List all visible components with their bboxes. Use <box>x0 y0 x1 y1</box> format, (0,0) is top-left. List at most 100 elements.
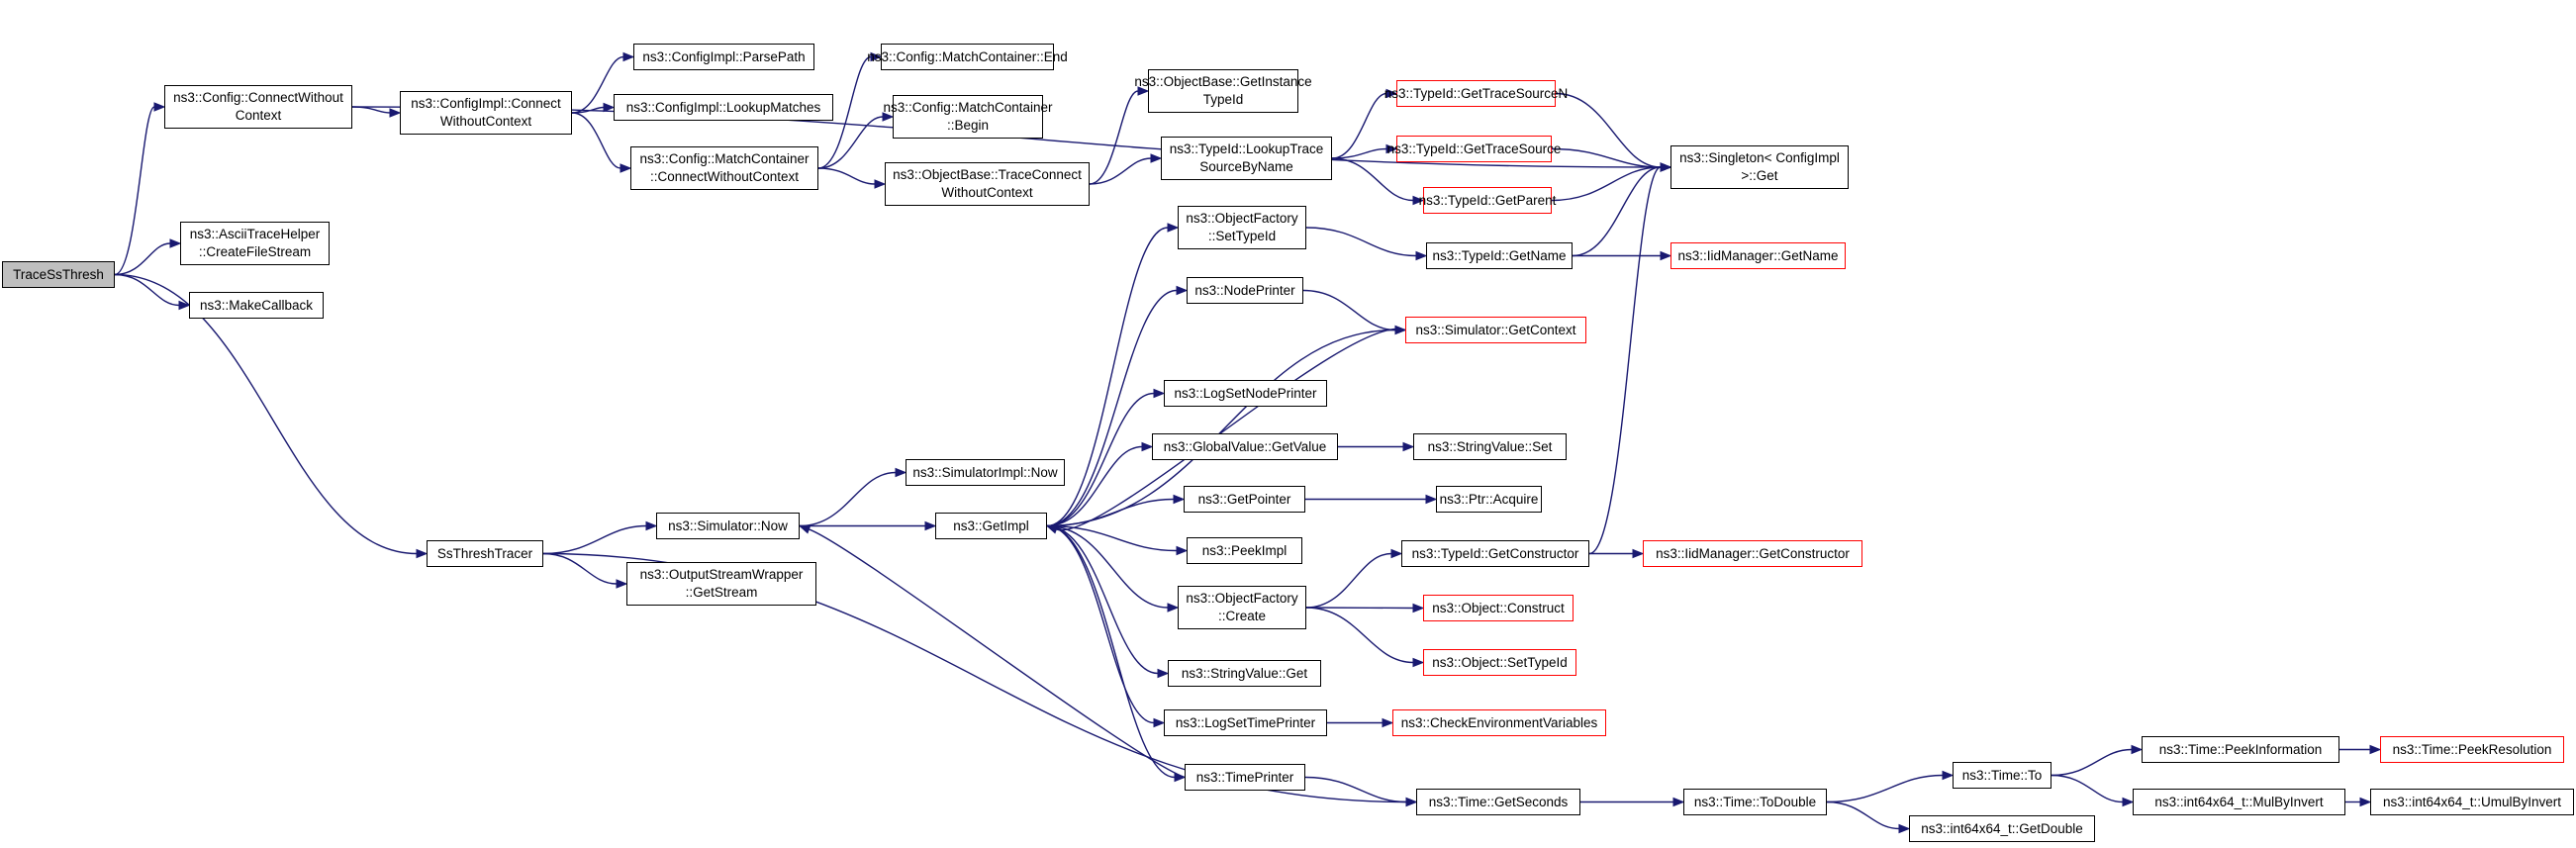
arrowhead-timeprinter-to-simnow <box>798 524 811 534</box>
node-gvgetvalue[interactable]: ns3::GlobalValue::GetValue <box>1152 433 1338 460</box>
node-ofsti[interactable]: ns3::ObjectFactory ::SetTypeId <box>1178 206 1306 249</box>
node-objconstruct[interactable]: ns3::Object::Construct <box>1423 595 1574 621</box>
arrowhead-timetodouble-to-timeto <box>1942 770 1955 781</box>
node-objsettypeid[interactable]: ns3::Object::SetTypeId <box>1423 649 1576 676</box>
arrowhead-mccwc-to-obtc <box>874 179 887 189</box>
arrowhead-sst-to-simnow <box>645 520 658 531</box>
node-ptracquire[interactable]: ns3::Ptr::Acquire <box>1436 486 1542 513</box>
edge-timetodouble-to-timeto <box>1826 774 1944 803</box>
node-iidconstructor[interactable]: ns3::IidManager::GetConstructor <box>1643 540 1862 567</box>
node-nodeprinter[interactable]: ns3::NodePrinter <box>1187 277 1303 304</box>
node-timegetsec[interactable]: ns3::Time::GetSeconds <box>1416 789 1580 815</box>
arrowhead-simnow-to-simimplnow <box>895 467 907 478</box>
node-cwc[interactable]: ns3::Config::ConnectWithout Context <box>164 85 352 129</box>
edge-timetodouble-to-i64getdouble <box>1826 801 1900 830</box>
edge-sst-to-simnow <box>542 524 647 555</box>
node-timetodouble[interactable]: ns3::Time::ToDouble <box>1683 789 1827 815</box>
edge-ciconnect-to-ciparse <box>571 55 624 114</box>
node-mccwc[interactable]: ns3::Config::MatchContainer ::ConnectWit… <box>630 146 818 190</box>
node-ciconnect[interactable]: ns3::ConfigImpl::Connect WithoutContext <box>400 91 572 135</box>
edge-simnow-to-simimplnow <box>799 471 897 527</box>
edge-tilookup-to-tigtsn <box>1331 92 1387 159</box>
edge-sst-to-oswgs <box>542 552 618 585</box>
node-getimpl[interactable]: ns3::GetImpl <box>935 513 1047 539</box>
edge-ofsti-to-tigetname <box>1305 227 1417 257</box>
arrowhead-mccwc-to-mcbegin <box>882 112 895 122</box>
node-simimplnow[interactable]: ns3::SimulatorImpl::Now <box>906 459 1065 486</box>
node-timeto[interactable]: ns3::Time::To <box>1953 762 2051 789</box>
node-ciparse[interactable]: ns3::ConfigImpl::ParsePath <box>633 44 814 70</box>
edge-simgetctx-to-getimpl <box>1056 328 1406 531</box>
arrowhead-sst-to-oswgs <box>616 579 628 589</box>
edge-getimpl-to-getpointer <box>1046 498 1175 527</box>
edge-getimpl-to-gvgetvalue <box>1046 445 1143 527</box>
node-simgetctx[interactable]: ns3::Simulator::GetContext <box>1405 317 1586 343</box>
edge-tilookup-to-tigp <box>1331 157 1414 202</box>
arrowhead-timetodouble-to-i64getdouble <box>1898 823 1911 834</box>
edge-getimpl-to-logsettp <box>1046 524 1155 724</box>
edge-obtc-to-tilookup <box>1089 157 1152 185</box>
arrowhead-getimpl-to-gvgetvalue <box>1141 441 1154 452</box>
arrowhead-ciconnect-to-ciparse <box>622 51 635 62</box>
arrowhead-trace-to-sst <box>416 548 429 559</box>
node-cilookup[interactable]: ns3::ConfigImpl::LookupMatches <box>614 94 833 121</box>
arrowhead-mulbyinvert-to-umulbyinvert <box>2359 797 2372 807</box>
node-sst[interactable]: SsThreshTracer <box>427 540 543 567</box>
node-tilookup[interactable]: ns3::TypeId::LookupTrace SourceByName <box>1161 137 1332 180</box>
arrowhead-tilookup-to-tigtsn <box>1385 88 1398 99</box>
node-getpointer[interactable]: ns3::GetPointer <box>1184 486 1305 513</box>
edge-trace-to-ath <box>114 242 171 276</box>
node-ofcreate[interactable]: ns3::ObjectFactory ::Create <box>1178 586 1306 629</box>
arrowhead-ofcreate-to-objconstruct <box>1412 603 1425 613</box>
edge-getimpl-to-nodeprinter <box>1046 289 1178 527</box>
node-simnow[interactable]: ns3::Simulator::Now <box>656 513 800 539</box>
node-mcbegin[interactable]: ns3::Config::MatchContainer ::Begin <box>883 95 1053 139</box>
node-svset[interactable]: ns3::StringValue::Set <box>1413 433 1567 460</box>
node-obtc[interactable]: ns3::ObjectBase::TraceConnect WithoutCon… <box>885 162 1090 206</box>
node-i64getdouble[interactable]: ns3::int64x64_t::GetDouble <box>1909 815 2095 842</box>
node-tigetname[interactable]: ns3::TypeId::GetName <box>1426 242 1573 269</box>
node-svget[interactable]: ns3::StringValue::Get <box>1168 660 1321 687</box>
call-graph-edges <box>114 51 2382 834</box>
node-tigtsn[interactable]: ns3::TypeId::GetTraceSourceN <box>1384 80 1568 107</box>
arrowhead-obtc-to-tilookup <box>1150 153 1163 163</box>
arrowhead-ciconnect-to-mccwc <box>620 163 632 173</box>
node-oswgs[interactable]: ns3::OutputStreamWrapper ::GetStream <box>626 562 816 606</box>
node-obgit[interactable]: ns3::ObjectBase::GetInstance TypeId <box>1134 69 1312 113</box>
arrowhead-getimpl-to-logsetnp <box>1153 388 1166 399</box>
edge-ticonstructor-to-singleton <box>1588 166 1662 555</box>
node-singleton[interactable]: ns3::Singleton< ConfigImpl >::Get <box>1670 145 1849 189</box>
node-umulbyinvert[interactable]: ns3::int64x64_t::UmulByInvert <box>2370 789 2574 815</box>
node-peekimpl[interactable]: ns3::PeekImpl <box>1187 537 1302 564</box>
node-timeprinter[interactable]: ns3::TimePrinter <box>1185 764 1305 791</box>
node-tigp[interactable]: ns3::TypeId::GetParent <box>1419 187 1556 214</box>
node-checkenv[interactable]: ns3::CheckEnvironmentVariables <box>1392 709 1606 736</box>
node-tigts[interactable]: ns3::TypeId::GetTraceSource <box>1387 136 1561 162</box>
arrowhead-timeto-to-mulbyinvert <box>2122 797 2135 807</box>
node-logsettp[interactable]: ns3::LogSetTimePrinter <box>1164 709 1327 736</box>
edge-getimpl-to-peekimpl <box>1046 524 1178 552</box>
node-timepeekinfo[interactable]: ns3::Time::PeekInformation <box>2142 736 2339 763</box>
node-iidgetname[interactable]: ns3::IidManager::GetName <box>1670 242 1846 269</box>
arrowhead-trace-to-mcb <box>178 300 191 311</box>
node-ticonstructor[interactable]: ns3::TypeId::GetConstructor <box>1401 540 1589 567</box>
node-trace[interactable]: TraceSsThresh <box>2 261 115 288</box>
edge-nodeprinter-to-simgetctx <box>1302 289 1396 331</box>
edge-tigp-to-singleton <box>1551 166 1662 202</box>
arrowhead-ofsti-to-tigetname <box>1415 250 1428 261</box>
arrowhead-ticonstructor-to-iidconstructor <box>1632 548 1645 559</box>
node-mulbyinvert[interactable]: ns3::int64x64_t::MulByInvert <box>2133 789 2345 815</box>
arrowhead-simgetctx-to-getimpl <box>1045 524 1059 534</box>
edge-ofcreate-to-ticonstructor <box>1305 552 1392 609</box>
arrowhead-logsettp-to-checkenv <box>1382 717 1394 728</box>
node-mcend[interactable]: ns3::Config::MatchContainer::End <box>867 44 1068 70</box>
arrowhead-trace-to-ath <box>169 238 182 248</box>
edge-timeto-to-timepeekinfo <box>2051 748 2133 777</box>
node-mcb[interactable]: ns3::MakeCallback <box>189 292 324 319</box>
edge-ofcreate-to-objconstruct <box>1305 607 1414 610</box>
node-ath[interactable]: ns3::AsciiTraceHelper ::CreateFileStream <box>180 222 330 265</box>
node-timepeekres[interactable]: ns3::Time::PeekResolution <box>2380 736 2564 763</box>
arrowhead-getimpl-to-getpointer <box>1173 494 1186 505</box>
node-logsetnp[interactable]: ns3::LogSetNodePrinter <box>1164 380 1327 407</box>
